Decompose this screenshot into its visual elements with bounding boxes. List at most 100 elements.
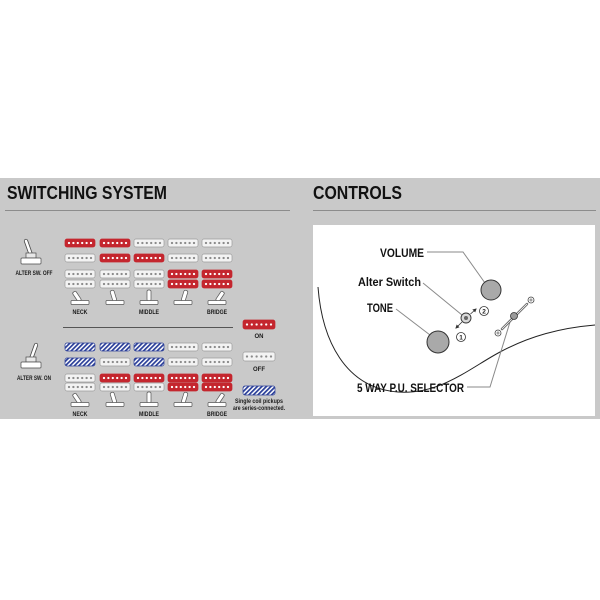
pole-piece xyxy=(213,376,216,380)
pole-piece xyxy=(141,241,144,245)
legend-series-note-line-1: Single coil pickups xyxy=(235,399,284,405)
selector-lever xyxy=(146,289,152,302)
pickup-coil xyxy=(201,357,233,367)
pole-piece xyxy=(222,256,225,260)
pole-piece xyxy=(124,282,128,286)
pole-piece xyxy=(111,360,114,364)
pole-piece xyxy=(72,256,75,260)
pole-piece xyxy=(116,241,119,245)
pickup-coil xyxy=(201,342,233,352)
pole-piece xyxy=(67,272,71,276)
pickup-coil xyxy=(201,253,233,263)
pickup-cover xyxy=(99,253,131,263)
pickup-coil xyxy=(99,382,131,392)
pickup-cover xyxy=(99,382,131,392)
pole-piece xyxy=(158,272,162,276)
pickup-cover xyxy=(167,382,199,392)
pole-piece xyxy=(120,241,123,245)
pole-piece xyxy=(154,256,157,260)
callout-1: 1 xyxy=(456,332,466,342)
pole-piece xyxy=(158,256,162,260)
controls-diagram-panel xyxy=(313,225,595,416)
pole-piece xyxy=(81,256,84,260)
pole-piece xyxy=(179,360,182,364)
pole-piece xyxy=(145,376,148,380)
pole-piece xyxy=(175,345,178,349)
pickup-coil xyxy=(167,357,199,367)
switch-position-3-icon xyxy=(139,289,159,305)
pole-piece xyxy=(192,241,196,245)
lever-plate xyxy=(139,300,159,305)
lever-plate xyxy=(173,402,193,407)
pole-piece xyxy=(204,272,208,276)
pole-piece xyxy=(102,360,106,364)
pole-piece xyxy=(170,256,174,260)
pole-piece xyxy=(170,385,174,389)
pickup-coil xyxy=(133,238,165,248)
selector-tip xyxy=(510,312,518,320)
pole-piece xyxy=(124,256,128,260)
callout-1-ring xyxy=(456,332,466,342)
section-title-switching: SWITCHING SYSTEM xyxy=(7,183,167,203)
pole-piece xyxy=(107,282,110,286)
pickup-coil xyxy=(99,238,131,248)
pickup-coil xyxy=(99,279,131,289)
pickup-cover xyxy=(201,382,233,392)
pole-piece xyxy=(124,376,128,380)
pole-piece xyxy=(72,241,75,245)
pole-piece xyxy=(213,385,216,389)
pickup-cover xyxy=(133,357,165,367)
pole-piece xyxy=(184,345,187,349)
pole-piece xyxy=(136,272,140,276)
pole-piece xyxy=(209,385,212,389)
pickup-cover xyxy=(242,351,276,362)
pole-piece xyxy=(218,282,221,286)
pickup-coil xyxy=(167,373,199,383)
pickup-coil xyxy=(99,373,131,383)
pole-piece xyxy=(120,282,123,286)
pole-piece xyxy=(209,256,212,260)
tone-label: TONE xyxy=(367,301,393,315)
pole-piece xyxy=(124,272,128,276)
pickup-coil xyxy=(167,253,199,263)
switch-position-2-icon xyxy=(105,289,125,305)
pole-piece xyxy=(85,256,88,260)
pickup-cover xyxy=(201,269,233,279)
pole-piece xyxy=(192,282,196,286)
pole-piece xyxy=(111,272,114,276)
pole-piece xyxy=(175,272,178,276)
pickup-coil xyxy=(167,382,199,392)
pole-piece xyxy=(260,355,263,358)
toggle-nut xyxy=(25,356,37,363)
pole-piece xyxy=(188,282,191,286)
pole-piece xyxy=(260,323,263,326)
pole-piece xyxy=(150,256,153,260)
pole-piece xyxy=(209,360,212,364)
alter-switch-off-label: ALTER SW. OFF xyxy=(16,271,53,277)
lever-plate xyxy=(207,402,227,407)
alter-switch-on-group: ALTER SW. ON NECK MIDDLE BRIDGE xyxy=(17,342,233,418)
position-label-neck: NECK xyxy=(73,310,89,316)
pole-piece xyxy=(116,385,119,389)
legend-on-swatch xyxy=(242,319,276,330)
pole-piece xyxy=(145,282,148,286)
switch-position-5-icon xyxy=(207,392,227,407)
pole-piece xyxy=(102,272,106,276)
pole-piece xyxy=(150,282,153,286)
lever-plate xyxy=(207,300,227,305)
pole-piece xyxy=(72,282,75,286)
pole-piece xyxy=(81,241,84,245)
alter-switch-leader-line xyxy=(422,282,463,316)
pole-piece xyxy=(192,256,196,260)
pickup-coil xyxy=(64,253,96,263)
pole-piece xyxy=(154,385,157,389)
pickup-coil xyxy=(64,342,96,352)
pole-piece xyxy=(116,256,119,260)
selector-leader-line xyxy=(467,321,511,388)
pickup-cover xyxy=(99,342,131,352)
pole-piece xyxy=(89,385,93,389)
pole-piece xyxy=(209,241,212,245)
pole-piece xyxy=(175,256,178,260)
pickup-coil xyxy=(99,269,131,279)
lever-plate xyxy=(70,402,90,407)
